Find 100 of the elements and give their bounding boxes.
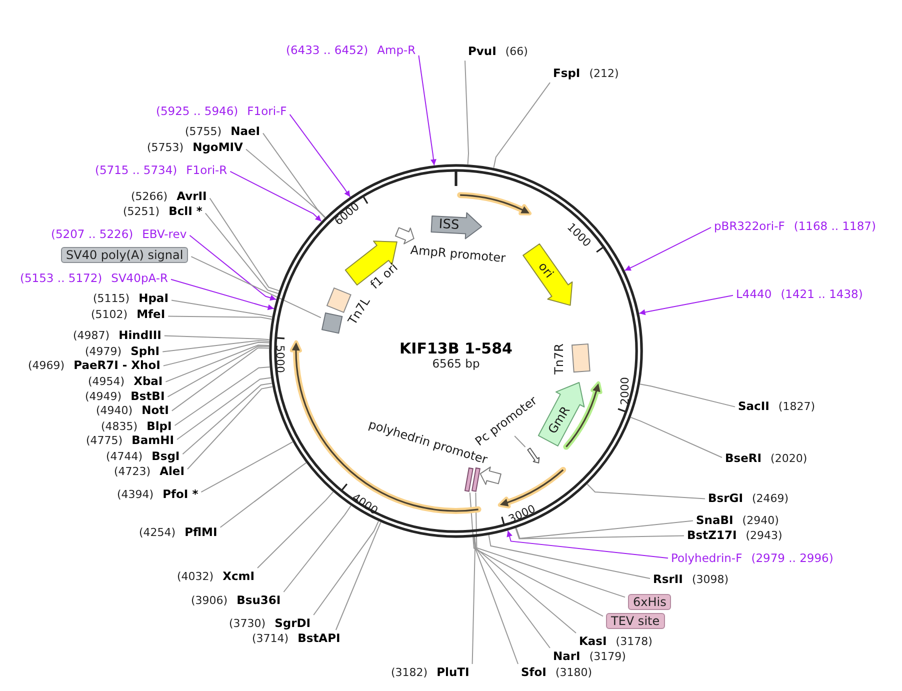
- site-position: (3098): [692, 574, 729, 587]
- enzyme-name: BstAPI: [298, 632, 340, 646]
- enzyme-name: BsgI: [152, 450, 180, 464]
- primer-name: Polyhedrin-F: [671, 552, 742, 565]
- leader-line: [168, 316, 272, 320]
- leader-line: [165, 344, 270, 382]
- site-position: (4987): [73, 330, 110, 343]
- leader-line: [638, 294, 734, 316]
- enzyme-name: PfoI *: [162, 488, 198, 502]
- leader-line: [493, 82, 550, 168]
- leader-line: [313, 520, 379, 616]
- site-position: (3182): [391, 667, 428, 680]
- site-position: (3714): [252, 633, 289, 646]
- leader-line: [475, 492, 626, 598]
- enzyme-name: PflMI: [184, 526, 218, 540]
- site-position: (212): [589, 68, 619, 81]
- leader-line: [640, 384, 736, 408]
- enzyme-name: PvuI: [468, 45, 496, 58]
- site-position: (4969): [28, 360, 65, 373]
- site-position: (3180): [555, 667, 592, 680]
- leader-line: [246, 148, 326, 218]
- leader-line: [469, 492, 604, 617]
- site-position: (4254): [139, 527, 176, 540]
- enzyme-name: PaeR7I - XhoI: [74, 359, 160, 372]
- feature-tag: SV40 poly(A) signal: [61, 247, 188, 263]
- leader-line: [515, 528, 684, 540]
- site-position: (4954): [88, 376, 125, 389]
- enzyme-name: NotI: [142, 404, 169, 418]
- site-position: (66): [505, 46, 528, 59]
- feature-label: ISS: [438, 218, 460, 232]
- site-position: (4394): [117, 489, 154, 502]
- enzyme-name: KasI: [579, 635, 607, 648]
- leader-line: [586, 484, 706, 500]
- site-position: (5115): [93, 293, 130, 306]
- enzyme-name: FspI: [553, 67, 580, 80]
- enzyme-name: SgrDI: [274, 617, 311, 630]
- leader-line: [283, 505, 352, 592]
- primer-position: (5715 .. 5734): [95, 164, 178, 177]
- pointed-feature-block: [430, 210, 484, 240]
- site-position: (2940): [742, 515, 779, 528]
- leader-line: [200, 441, 294, 493]
- site-position: (3730): [229, 618, 266, 631]
- leader-line: [171, 300, 273, 318]
- feature-label: AmpR promoter: [410, 244, 506, 264]
- site-position: (4775): [86, 435, 123, 448]
- leader-line: [167, 346, 270, 398]
- leader-line: [257, 491, 334, 568]
- leader-line: [506, 530, 668, 559]
- enzyme-name: NaeI: [230, 125, 260, 138]
- primer-position: (5207 .. 5226): [51, 228, 134, 241]
- enzyme-name: NgoMIV: [192, 141, 243, 154]
- enzyme-name: BstZ17I: [687, 529, 737, 542]
- leader-line: [624, 226, 712, 271]
- primer-position: (5153 .. 5172): [20, 272, 102, 285]
- leader-line: [171, 347, 270, 412]
- enzyme-name: Bsu36I: [236, 594, 281, 608]
- enzyme-name: BclI *: [168, 205, 202, 218]
- plasmid-ring: [268, 163, 644, 539]
- leader-line: [204, 212, 279, 294]
- leader-line: [209, 198, 280, 292]
- enzyme-name: SphI: [130, 345, 160, 358]
- enzyme-name: AleI: [160, 465, 184, 478]
- site-position: (5755): [185, 126, 222, 139]
- site-position: (5753): [147, 142, 184, 155]
- feature-tag: TEV site: [606, 613, 665, 629]
- site-position: (4723): [114, 466, 151, 479]
- leader-line: [164, 335, 270, 340]
- site-position: (4979): [85, 346, 122, 359]
- site-position: (4835): [101, 421, 138, 434]
- site-position: (2469): [752, 493, 789, 506]
- enzyme-name: HindIII: [118, 329, 162, 342]
- leader-line: [190, 256, 322, 318]
- site-position: (1827): [778, 401, 815, 414]
- enzyme-name: BlpI: [146, 420, 172, 434]
- site-position: (3179): [589, 651, 626, 664]
- feature-label: ori: [536, 260, 556, 280]
- primer-name: EBV-rev: [142, 228, 187, 241]
- site-position: (5102): [91, 309, 128, 322]
- enzyme-name: XcmI: [222, 570, 255, 584]
- site-position: (4940): [96, 405, 133, 418]
- site-position: (2020): [770, 453, 808, 466]
- leader-line: [174, 366, 270, 426]
- feature-label: f1 ori: [368, 261, 400, 291]
- primer-position: (1168 .. 1187): [794, 220, 876, 233]
- leader-line: [162, 342, 270, 366]
- sequence-length: 6565 bp: [432, 358, 480, 370]
- leader-line: [472, 536, 476, 664]
- enzyme-name: SfoI: [521, 666, 546, 680]
- enzyme-name: RsrII: [653, 573, 683, 586]
- enzyme-name: MfeI: [136, 308, 166, 322]
- site-position: (4744): [106, 451, 143, 464]
- leader-line: [170, 278, 274, 310]
- leader-line: [220, 462, 307, 528]
- leader-line: [630, 416, 722, 458]
- enzyme-name: BstBI: [130, 390, 165, 404]
- primer-position: (6433 .. 6452): [286, 44, 368, 57]
- site-position: (2943): [746, 530, 782, 543]
- enzyme-name: AvrII: [176, 190, 207, 204]
- primer-name: pBR322ori-F: [714, 220, 785, 233]
- leader-line: [516, 520, 694, 539]
